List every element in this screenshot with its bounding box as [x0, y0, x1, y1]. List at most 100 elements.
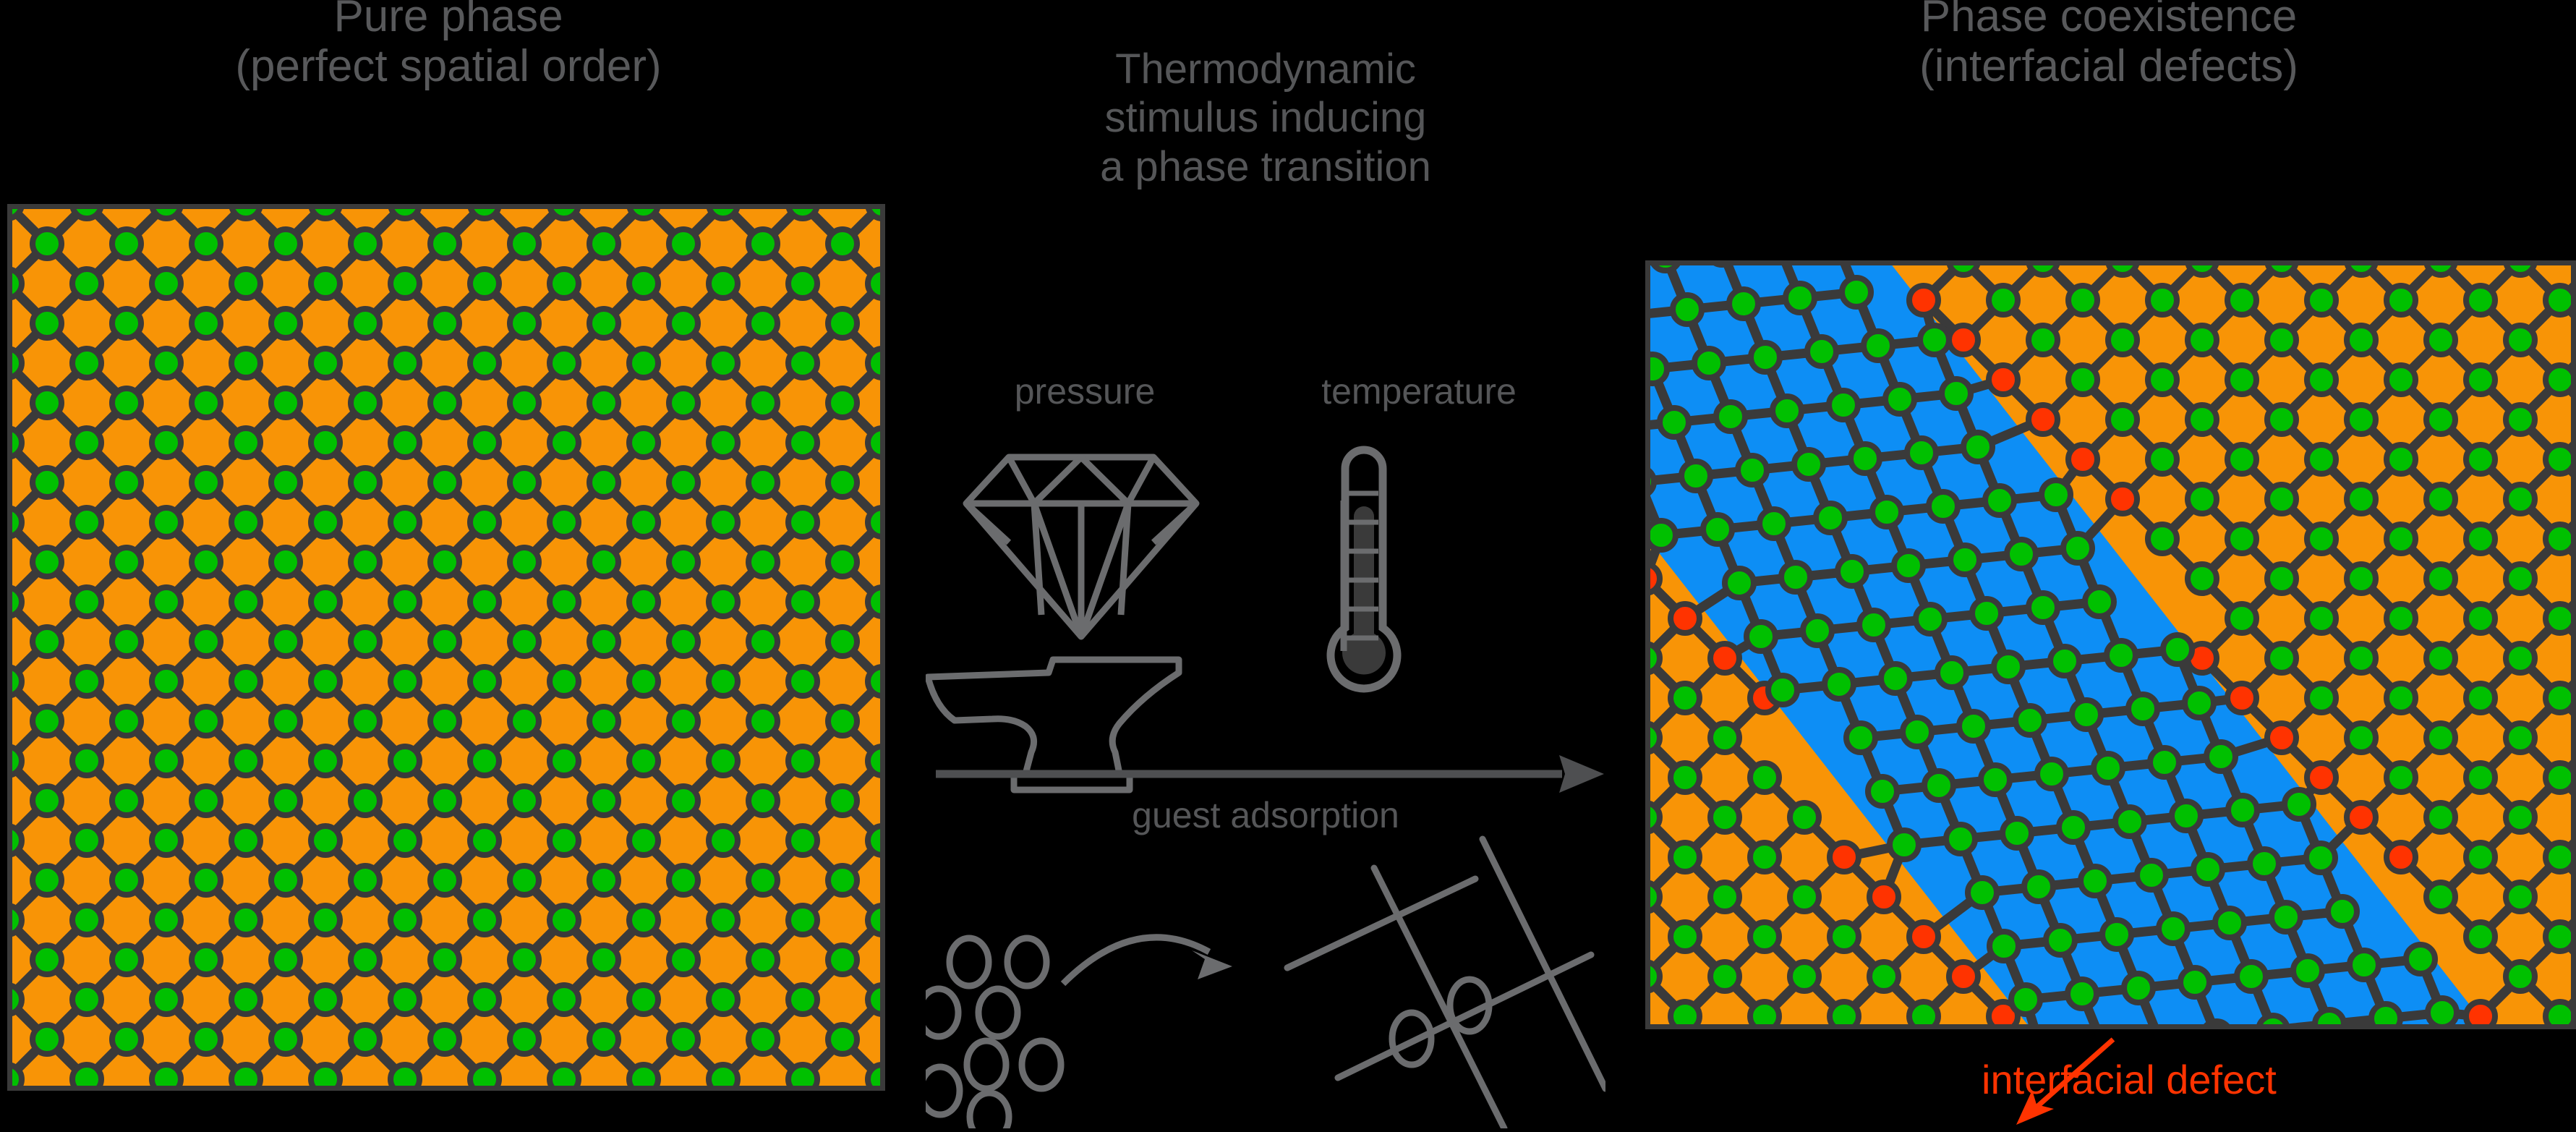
- lattice-node: [2021, 869, 2056, 904]
- lattice-node: [2047, 644, 2082, 678]
- lattice-node: [2264, 402, 2299, 437]
- lattice-node: [2290, 953, 2325, 988]
- lattice-node: [2178, 965, 2212, 1000]
- lattice-node: [2423, 880, 2458, 914]
- lattice-node: [2463, 442, 2498, 477]
- lattice-node: [2264, 641, 2299, 676]
- lattice-node: [2105, 402, 2140, 437]
- lattice-node: [1700, 512, 1735, 547]
- lattice-node: [2543, 442, 2571, 477]
- lattice-node: [2147, 745, 2182, 780]
- lattice-node: [1848, 441, 1882, 476]
- defect-node: [1867, 880, 1901, 914]
- lattice-node: [1926, 489, 1961, 524]
- lattice-node: [2121, 971, 2156, 1005]
- lattice-node: [1657, 405, 1692, 440]
- lattice-node: [2384, 522, 2418, 556]
- lattice-node: [1726, 286, 1761, 321]
- lattice-node: [2403, 942, 2438, 976]
- lattice-node: [2344, 641, 2379, 676]
- lattice-node: [2225, 522, 2259, 556]
- lattice-node: [1778, 560, 1813, 595]
- lattice-node: [2026, 590, 2060, 625]
- lattice-node: [2169, 799, 2204, 833]
- lattice-node: [1668, 999, 1702, 1024]
- lattice-node: [2026, 265, 2060, 278]
- lattice-node: [2182, 686, 2217, 720]
- lattice-node: [1650, 960, 1663, 993]
- lattice-node: [2543, 681, 2571, 715]
- lattice-node: [1650, 801, 1663, 834]
- lattice-node: [2204, 1018, 2230, 1024]
- lattice-node: [1813, 501, 1848, 535]
- defect-node: [2304, 760, 2339, 795]
- lattice-node: [1922, 768, 1956, 803]
- lattice-node: [1982, 483, 2017, 518]
- right-panel-title-line2: (interfacial defects): [1919, 41, 2298, 92]
- temperature-label: temperature: [1321, 371, 1517, 412]
- framework-lattice-icon: [1284, 835, 1605, 1128]
- lattice-node: [1804, 334, 1839, 369]
- lattice-node: [2091, 751, 2125, 786]
- lattice-node: [2185, 482, 2219, 516]
- center-heading: Thermodynamic stimulus inducing a phase …: [904, 45, 1627, 191]
- defect-node: [1906, 919, 1941, 954]
- lattice-node: [1668, 840, 1702, 874]
- lattice-node: [2503, 482, 2538, 516]
- lattice-node: [2264, 482, 2299, 516]
- lattice-node: [2425, 995, 2460, 1024]
- lattice-node: [2304, 283, 2339, 318]
- defect-node: [2344, 800, 2379, 835]
- lattice-node: [2543, 522, 2571, 556]
- lattice-node: [1787, 800, 1822, 835]
- lattice-node: [2204, 739, 2238, 774]
- lattice-node: [1787, 880, 1822, 914]
- lattice-node: [2106, 265, 2139, 278]
- coexistence-lattice: [1645, 260, 2576, 1029]
- lattice-node: [2043, 923, 2078, 958]
- lattice-node: [2265, 265, 2298, 278]
- lattice-node: [1827, 999, 1861, 1024]
- lattice-node: [2026, 323, 2060, 357]
- lattice-node: [1650, 642, 1663, 675]
- lattice-node: [1939, 376, 1974, 411]
- lattice-node: [2423, 482, 2458, 516]
- lattice-node: [1887, 827, 1922, 862]
- lattice-node: [2463, 601, 2498, 636]
- defect-node: [2463, 999, 2498, 1024]
- lattice-node: [2304, 681, 2339, 715]
- lattice-node: [1900, 715, 1935, 749]
- lattice-node: [2105, 323, 2140, 357]
- lattice-node: [1787, 959, 1822, 994]
- lattice-node: [2099, 917, 2134, 952]
- lattice-node: [2065, 976, 2099, 1011]
- lattice-node: [1947, 265, 1980, 278]
- lattice-node: [2384, 681, 2418, 715]
- guest-adsorption-label: guest adsorption: [1132, 795, 1399, 835]
- lattice-node: [1722, 566, 1757, 600]
- lattice-node: [2078, 864, 2112, 898]
- lattice-node: [2125, 691, 2160, 726]
- lattice-node: [2304, 601, 2339, 636]
- lattice-node: [1827, 919, 1861, 954]
- lattice-node: [1867, 959, 1901, 994]
- lattice-node: [2503, 561, 2538, 596]
- defect-node: [2105, 482, 2140, 516]
- lattice-node: [1713, 399, 1748, 434]
- left-panel-title-line1: Pure phase: [333, 0, 563, 41]
- lattice-node: [2034, 757, 2069, 791]
- lattice-node: [1744, 619, 1778, 654]
- lattice-node: [2543, 283, 2571, 318]
- lattice-node: [2344, 720, 2379, 755]
- lattice-node: [1757, 506, 1791, 541]
- lattice-node: [1913, 602, 1948, 637]
- lattice-node: [1943, 822, 1978, 856]
- lattice-node: [2463, 840, 2498, 874]
- lattice-node: [2185, 323, 2219, 357]
- lattice-node: [2345, 265, 2378, 278]
- lattice-node: [2256, 1013, 2290, 1024]
- lattice-node: [2225, 283, 2259, 318]
- lattice-node: [1747, 760, 1782, 795]
- right-panel-title-line1: Phase coexistence: [1920, 0, 2298, 41]
- lattice-node: [2225, 362, 2259, 397]
